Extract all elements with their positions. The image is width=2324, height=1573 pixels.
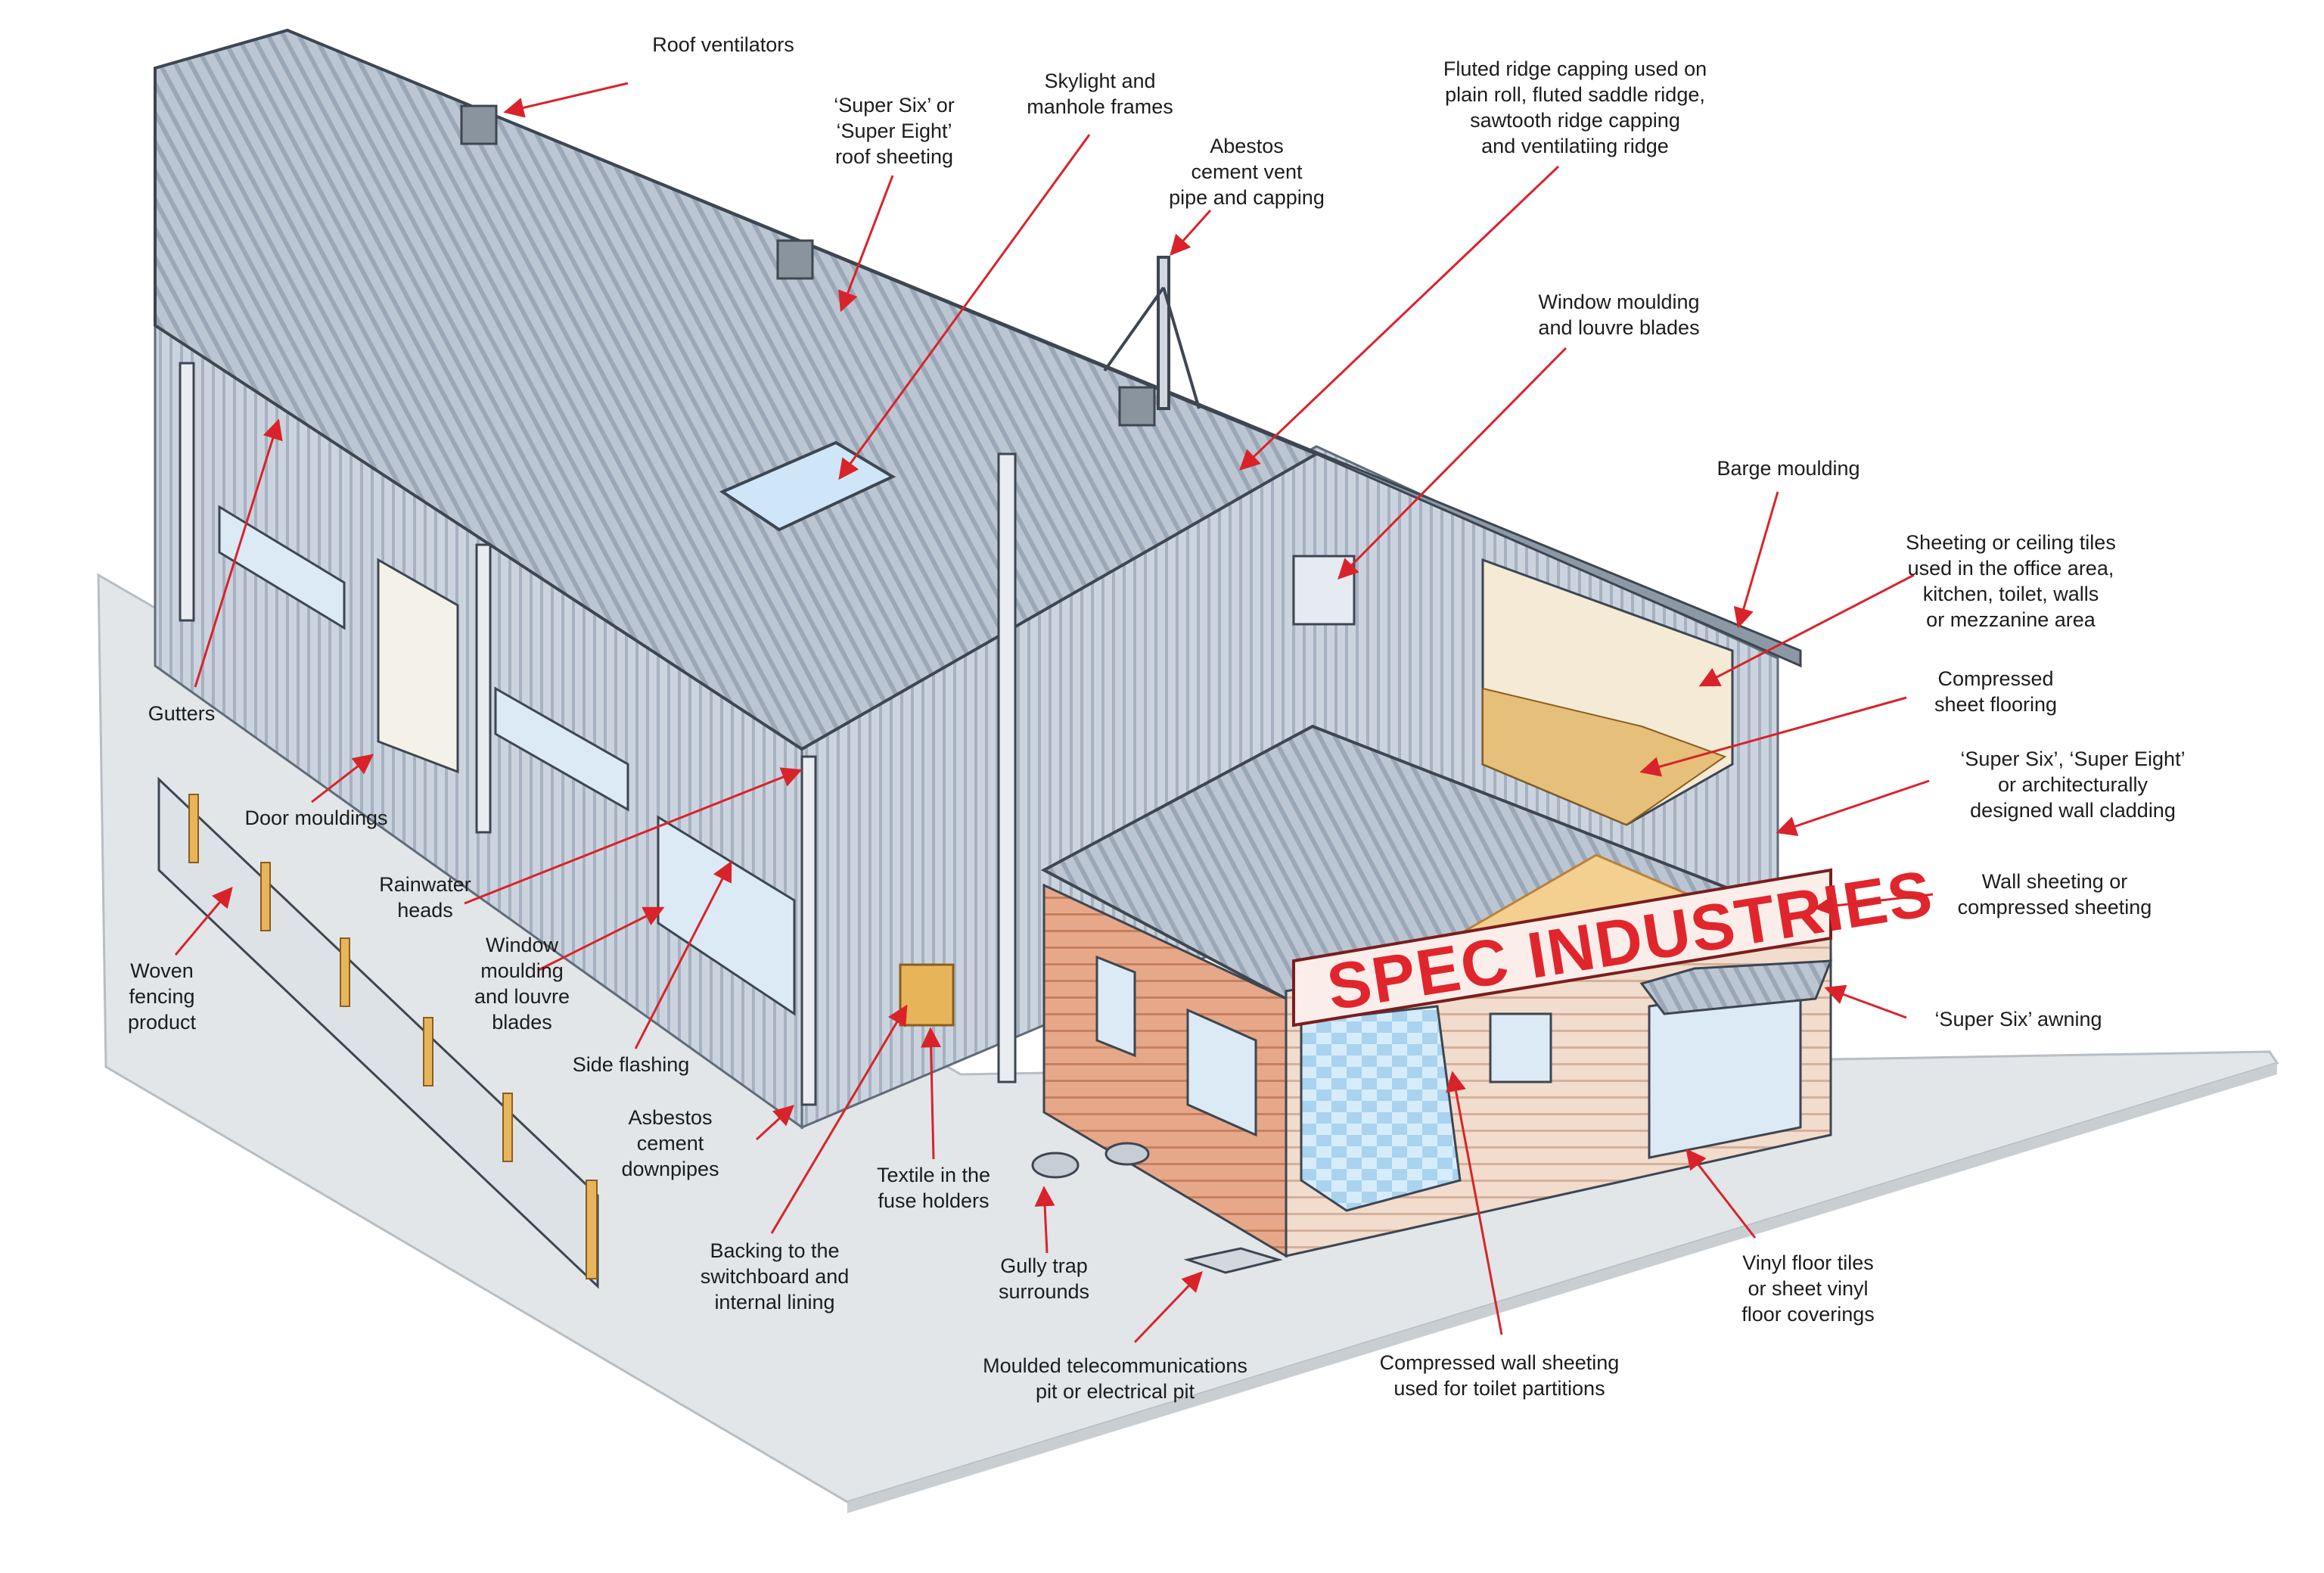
label-vent-pipe-capping: Abestos cement vent pipe and capping [1169,135,1325,209]
label-barge-moulding: Barge moulding [1717,457,1860,480]
woven-fence [157,776,599,1289]
slab-edge [847,1063,2277,1513]
label-side-flashing: Side flashing [572,1053,690,1076]
sign-board [1292,868,1832,1027]
label-telecom-pit: Moulded telecommunications pit or electr… [983,1354,1247,1403]
label-gutters: Gutters [148,702,216,725]
label-wall-cladding: ‘Super Six’, ‘Super Eight’ or architectu… [1960,748,2186,822]
label-super-six-awning: ‘Super Six’ awning [1934,1008,2102,1031]
label-skylight-manhole-frames: Skylight and manhole frames [1027,70,1173,118]
label-wall-sheeting: Wall sheeting or compressed sheeting [1957,870,2152,919]
roof-ventilators [460,104,1156,427]
label-roof-ventilators: Roof ventilators [652,33,794,56]
annexe-front-window [1489,1012,1552,1083]
label-window-moulding-top: Window moulding and louvre blades [1538,291,1700,339]
label-compressed-sheet-flooring: Compressed sheet flooring [1934,667,2058,716]
label-fuse-holders: Textile in the fuse holders [876,1164,991,1212]
awning [1639,959,1833,1015]
label-downpipes: Asbestos cement downpipes [621,1106,719,1180]
label-window-moulding-side: Window moulding and louvre blades [474,934,570,1034]
label-rainwater-heads: Rainwater heads [379,873,471,922]
label-toilet-partitions: Compressed wall sheeting used for toilet… [1379,1351,1620,1400]
switchboard [899,963,955,1027]
door-opening [377,558,459,774]
gully-surround [1105,1142,1150,1166]
gully-trap [1031,1152,1080,1179]
main-shed-roof [154,28,1320,751]
label-woven-fencing: Woven fencing product [127,959,197,1034]
label-vinyl-floor: Vinyl floor tiles or sheet vinyl floor c… [1741,1251,1875,1326]
vent-pipe [1103,256,1201,410]
mezzanine-floor [1482,687,1727,826]
label-switchboard-backing: Backing to the switchboard and internal … [700,1239,850,1313]
label-gully-trap: Gully trap surrounds [998,1254,1090,1303]
leader-lines [174,82,1934,1344]
annexe-side-windows [1095,955,1257,1137]
barge-strip [287,29,1802,668]
label-fluted-ridge-capping: Fluted ridge capping used on plain roll,… [1443,58,1707,157]
telecom-pit [1183,1247,1283,1274]
label-door-mouldings: Door mouldings [244,807,388,829]
gable-louvre [1292,555,1356,626]
downpipes [179,362,1017,1106]
label-ceiling-tiles: Sheeting or ceiling tiles used in the of… [1906,531,2116,631]
side-windows [218,505,796,1016]
label-super-six-roof-sheeting: ‘Super Six’ or ‘Super Eight’ roof sheeti… [834,94,955,168]
annexe-interior-cutaway [1300,1005,1462,1212]
